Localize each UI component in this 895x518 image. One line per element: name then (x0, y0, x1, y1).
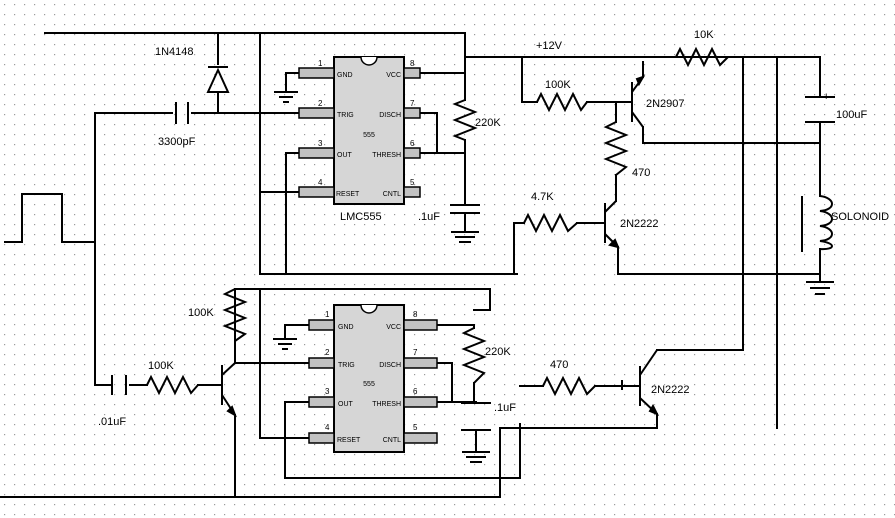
resistor-100k-top (536, 91, 588, 113)
label-r-220k-top: 220K (475, 117, 501, 129)
transistor-2n2222-mid (221, 362, 237, 418)
transistor-2n2907 (631, 75, 646, 128)
ic-top-trig-label: TRIG (337, 112, 354, 119)
label-cap-01uf-input: .01uF (98, 416, 126, 428)
label-r-220k-bottom: 220K (485, 346, 511, 358)
ground-symbol-cap-bottom (462, 451, 490, 463)
ic-bottom-pin-1: 1 (325, 310, 330, 319)
resistor-220k-bottom (461, 327, 487, 384)
label-npn-top: 2N2222 (620, 218, 659, 230)
ic-top-pin-3: 3 (318, 139, 323, 148)
capacitor-01uf-top (450, 204, 480, 232)
label-r-470-bottom: 470 (550, 359, 568, 371)
ic-top-pin-5: 5 (410, 178, 415, 187)
label-cap-100uf: 100uF (836, 109, 867, 121)
diode-1n4148 (206, 66, 230, 93)
ic-bottom-pin-3: 3 (325, 387, 330, 396)
resistor-100k-mid (222, 288, 248, 342)
ic-bottom-pin-5: 5 (413, 423, 418, 432)
solenoid-coil (801, 195, 833, 252)
label-solenoid: SOLONOID (831, 211, 889, 223)
resistor-4k7 (523, 212, 578, 234)
ic-top-reset-label: RESET (336, 191, 360, 198)
label-r-10k: 10K (694, 29, 714, 41)
ic-bottom-gnd-label: GND (338, 324, 354, 331)
ic-555-top: 1 2 3 4 8 7 6 5 GND TRIG OUT RESET VCC D… (298, 56, 421, 205)
label-diode: 1N4148 (155, 46, 194, 58)
ic-bottom-thresh-label: THRESH (372, 401, 401, 408)
ground-symbol-ic-bottom (273, 338, 297, 350)
ic-555-bottom: 1 2 3 4 8 7 6 5 GND TRIG OUT RESET VCC D… (308, 304, 438, 453)
ic-top-center-label: 555 (363, 132, 375, 139)
ic-top-out-label: OUT (337, 152, 353, 159)
label-r-100k-top: 100K (545, 79, 571, 91)
capacitor-01uf-bottom (461, 402, 491, 452)
ic-bottom-pin-6: 6 (413, 387, 418, 396)
ic-top-pin-2: 2 (318, 99, 323, 108)
resistor-100k-input (146, 374, 199, 396)
transistor-2n2222-bottom (621, 349, 660, 416)
ic-top-vcc-label: VCC (386, 72, 401, 79)
label-cap-3300pf: 3300pF (158, 136, 196, 148)
capacitor-100uf (805, 96, 835, 123)
label-npn-bottom: 2N2222 (651, 384, 690, 396)
label-r-100k-mid: 100K (188, 307, 214, 319)
component-labels: 1N4148 3300pF +12V 10K 100K 2N2907 + 100… (98, 29, 889, 428)
ic-top-pin-1: 1 (318, 59, 323, 68)
ic-top-cntl-label: CNTL (383, 191, 401, 198)
ic-bottom-center-label: 555 (363, 381, 375, 388)
ic-bottom-pin-7: 7 (413, 348, 418, 357)
resistor-10k (675, 46, 729, 68)
label-cap-01uf-top: .1uF (418, 211, 440, 223)
label-r-100k-input: 100K (148, 360, 174, 372)
ic-top-pin-7: 7 (410, 99, 415, 108)
ic-bottom-out-label: OUT (338, 401, 354, 408)
transistor-2n2222-top (604, 200, 620, 249)
ic-top-gnd-label: GND (337, 72, 353, 79)
wires (0, 32, 821, 498)
ground-symbol-cap-top (451, 231, 479, 243)
ic-bottom-pin-4: 4 (325, 423, 330, 432)
label-supply: +12V (536, 40, 563, 52)
ground-symbol-solenoid (806, 281, 834, 295)
capacitor-01uf-input (111, 375, 127, 395)
ic-bottom-pin-8: 8 (413, 310, 418, 319)
ic-bottom-cntl-label: CNTL (383, 437, 401, 444)
ic-bottom-reset-label: RESET (337, 437, 361, 444)
resistor-220k-top (452, 99, 478, 141)
ic-bottom-disch-label: DISCH (379, 362, 401, 369)
ic-top-thresh-label: THRESH (372, 152, 401, 159)
ic-bottom-vcc-label: VCC (386, 324, 401, 331)
label-r-470-top: 470 (632, 167, 650, 179)
ic-bottom-trig-label: TRIG (338, 362, 355, 369)
ground-symbol-ic-top (274, 91, 298, 103)
label-cap-100uf-plus: + (823, 91, 829, 103)
ic-bottom-pin-2: 2 (325, 348, 330, 357)
resistor-470-top (603, 121, 629, 176)
ic-top-disch-label: DISCH (379, 112, 401, 119)
ic-top-pin-6: 6 (410, 139, 415, 148)
resistor-470-bottom (542, 375, 596, 397)
ic-top-pin-4: 4 (318, 178, 323, 187)
label-pnp: 2N2907 (646, 98, 685, 110)
capacitor-3300pf (175, 102, 189, 124)
label-r-4k7: 4.7K (531, 191, 554, 203)
ic-top-pin-8: 8 (410, 59, 415, 68)
label-ic-top-name: LMC555 (340, 211, 382, 223)
label-cap-01uf-bottom: .1uF (494, 402, 516, 414)
